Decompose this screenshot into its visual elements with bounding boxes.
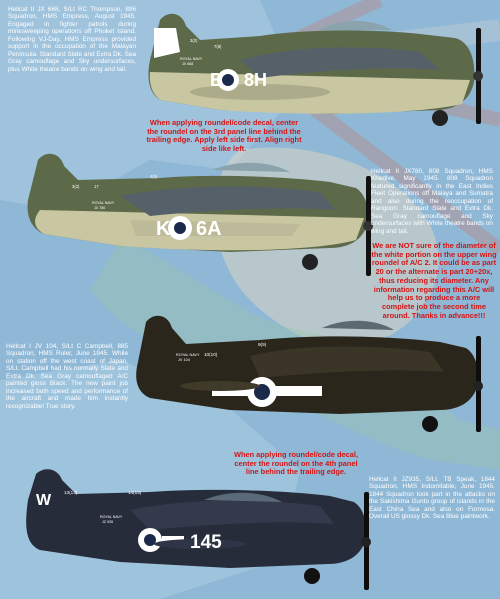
decal-application-note-1: When applying roundel/code decal, center… [146,118,302,154]
aircraft-2-serial-line2: JX 780 [94,206,105,210]
aircraft-1-callout-b: 7(8) [214,44,222,49]
aircraft-4-serial-line1: ROYAL NAVY [100,515,123,519]
aircraft-1-code-letter: B [210,70,223,90]
aircraft-2-callout-c: 4(5) [150,174,158,179]
aircraft-1-serial-line1: ROYAL NAVY [180,57,203,61]
aircraft-4-serial-line2: JZ 935 [102,520,113,524]
aircraft-2-callout-a: 3(2) [72,184,80,189]
aircraft-3-serial-line2: JV 104 [178,358,190,362]
aircraft-3-profile: ROYAL NAVY JV 104 10(10) 9(9) [136,315,483,432]
aircraft-1-code-number: 8H [244,70,267,90]
aircraft-4-tail-letter: W [36,492,52,509]
aircraft-2-serial-line1: ROYAL NAVY [92,201,115,205]
aircraft-2-caption: Hellcat II JX780, 808 Squadron, HMS Khed… [371,168,493,235]
aircraft-4-caption: Hellcat II JZ935, S/Lt. TB Speak, 1844 S… [369,476,495,521]
aircraft-4-callout-b: 14(15) [128,490,142,495]
aircraft-3-caption: Hellcat I JV 104, S/Lt C Campbell, 885 S… [6,343,128,410]
decal-application-note-2: When applying roundel/code decal, center… [233,450,358,477]
aircraft-1-profile: B 8H ROYAL NAVY JX 668 3(2) 7(8) [148,13,483,126]
aircraft-1-serial-line2: JX 668 [182,62,193,66]
aircraft-3-callout-b: 9(9) [258,342,267,347]
aircraft-4-profile: W 145 ROYAL NAVY JZ 935 13(13) 14(15) [26,469,371,590]
aircraft-2-callout-b: 17 [94,184,99,189]
aircraft-4-code-number: 145 [190,532,222,553]
aircraft-3-callout-a: 10(10) [204,352,218,357]
aircraft-3-serial-line1: ROYAL NAVY [176,353,200,357]
aircraft-2-code-letter: K [156,218,171,240]
aircraft-1-callout-a: 3(2) [190,38,198,43]
aircraft-1-caption: Hellcat II JX 668, S/Lt RC Thompson, 896… [8,6,136,73]
aircraft-2-code-number: 6A [196,218,222,240]
roundel-diameter-note: We are NOT sure of the diameter of the w… [371,241,497,320]
aircraft-4-callout-a: 13(13) [64,490,78,495]
aircraft-2-profile: K 6A ROYAL NAVY JX 780 3(2) 17 4(5) [27,153,373,276]
